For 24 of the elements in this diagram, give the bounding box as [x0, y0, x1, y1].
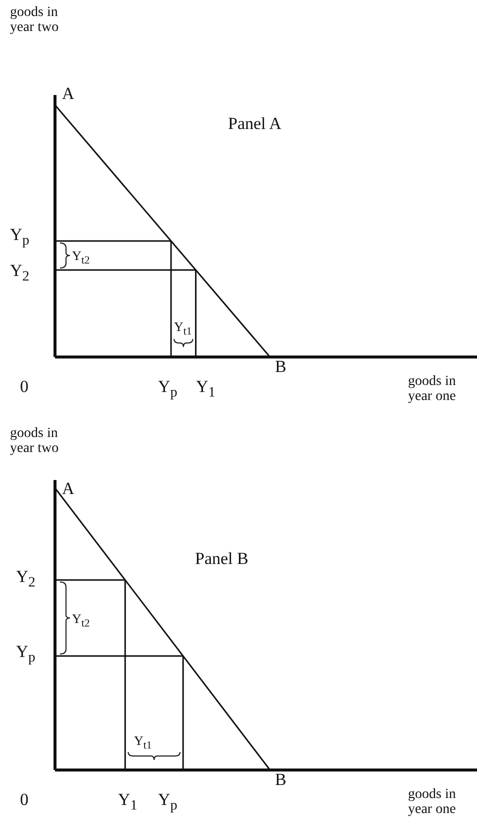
point-label: A: [62, 85, 74, 103]
brace-label: Y$_{t1}$: [134, 732, 152, 754]
point-label: B: [275, 358, 286, 376]
origin-label: 0: [20, 791, 28, 809]
tick-label: Y$_{p}$: [16, 643, 36, 666]
brace-label: Y$_{t2}$: [72, 610, 90, 632]
axis-label: goods in year one: [408, 374, 457, 404]
tick-label: Y$_{2}$: [10, 262, 30, 286]
tick-label: Y$_{p}$: [10, 226, 30, 250]
brace-label: Y$_{t1}$: [174, 318, 192, 340]
tick-label: Y$_{1}$: [118, 791, 138, 814]
point-label: B: [275, 771, 286, 789]
tick-label: Y$_{p}$: [158, 791, 178, 814]
axis-label: goods in year two: [10, 5, 60, 35]
tick-label: Y$_{p}$: [158, 378, 178, 402]
origin-label: 0: [20, 378, 28, 396]
axis-label: goods in year two: [10, 426, 60, 456]
brace-label: Y$_{t2}$: [72, 247, 90, 269]
axis-label: goods in year one: [408, 787, 457, 817]
tick-label: Y$_{1}$: [196, 378, 216, 402]
panel-title: Panel B: [195, 550, 248, 568]
tick-label: Y$_{2}$: [16, 568, 36, 592]
panel-title: Panel A: [228, 115, 282, 133]
point-label: A: [62, 480, 74, 498]
